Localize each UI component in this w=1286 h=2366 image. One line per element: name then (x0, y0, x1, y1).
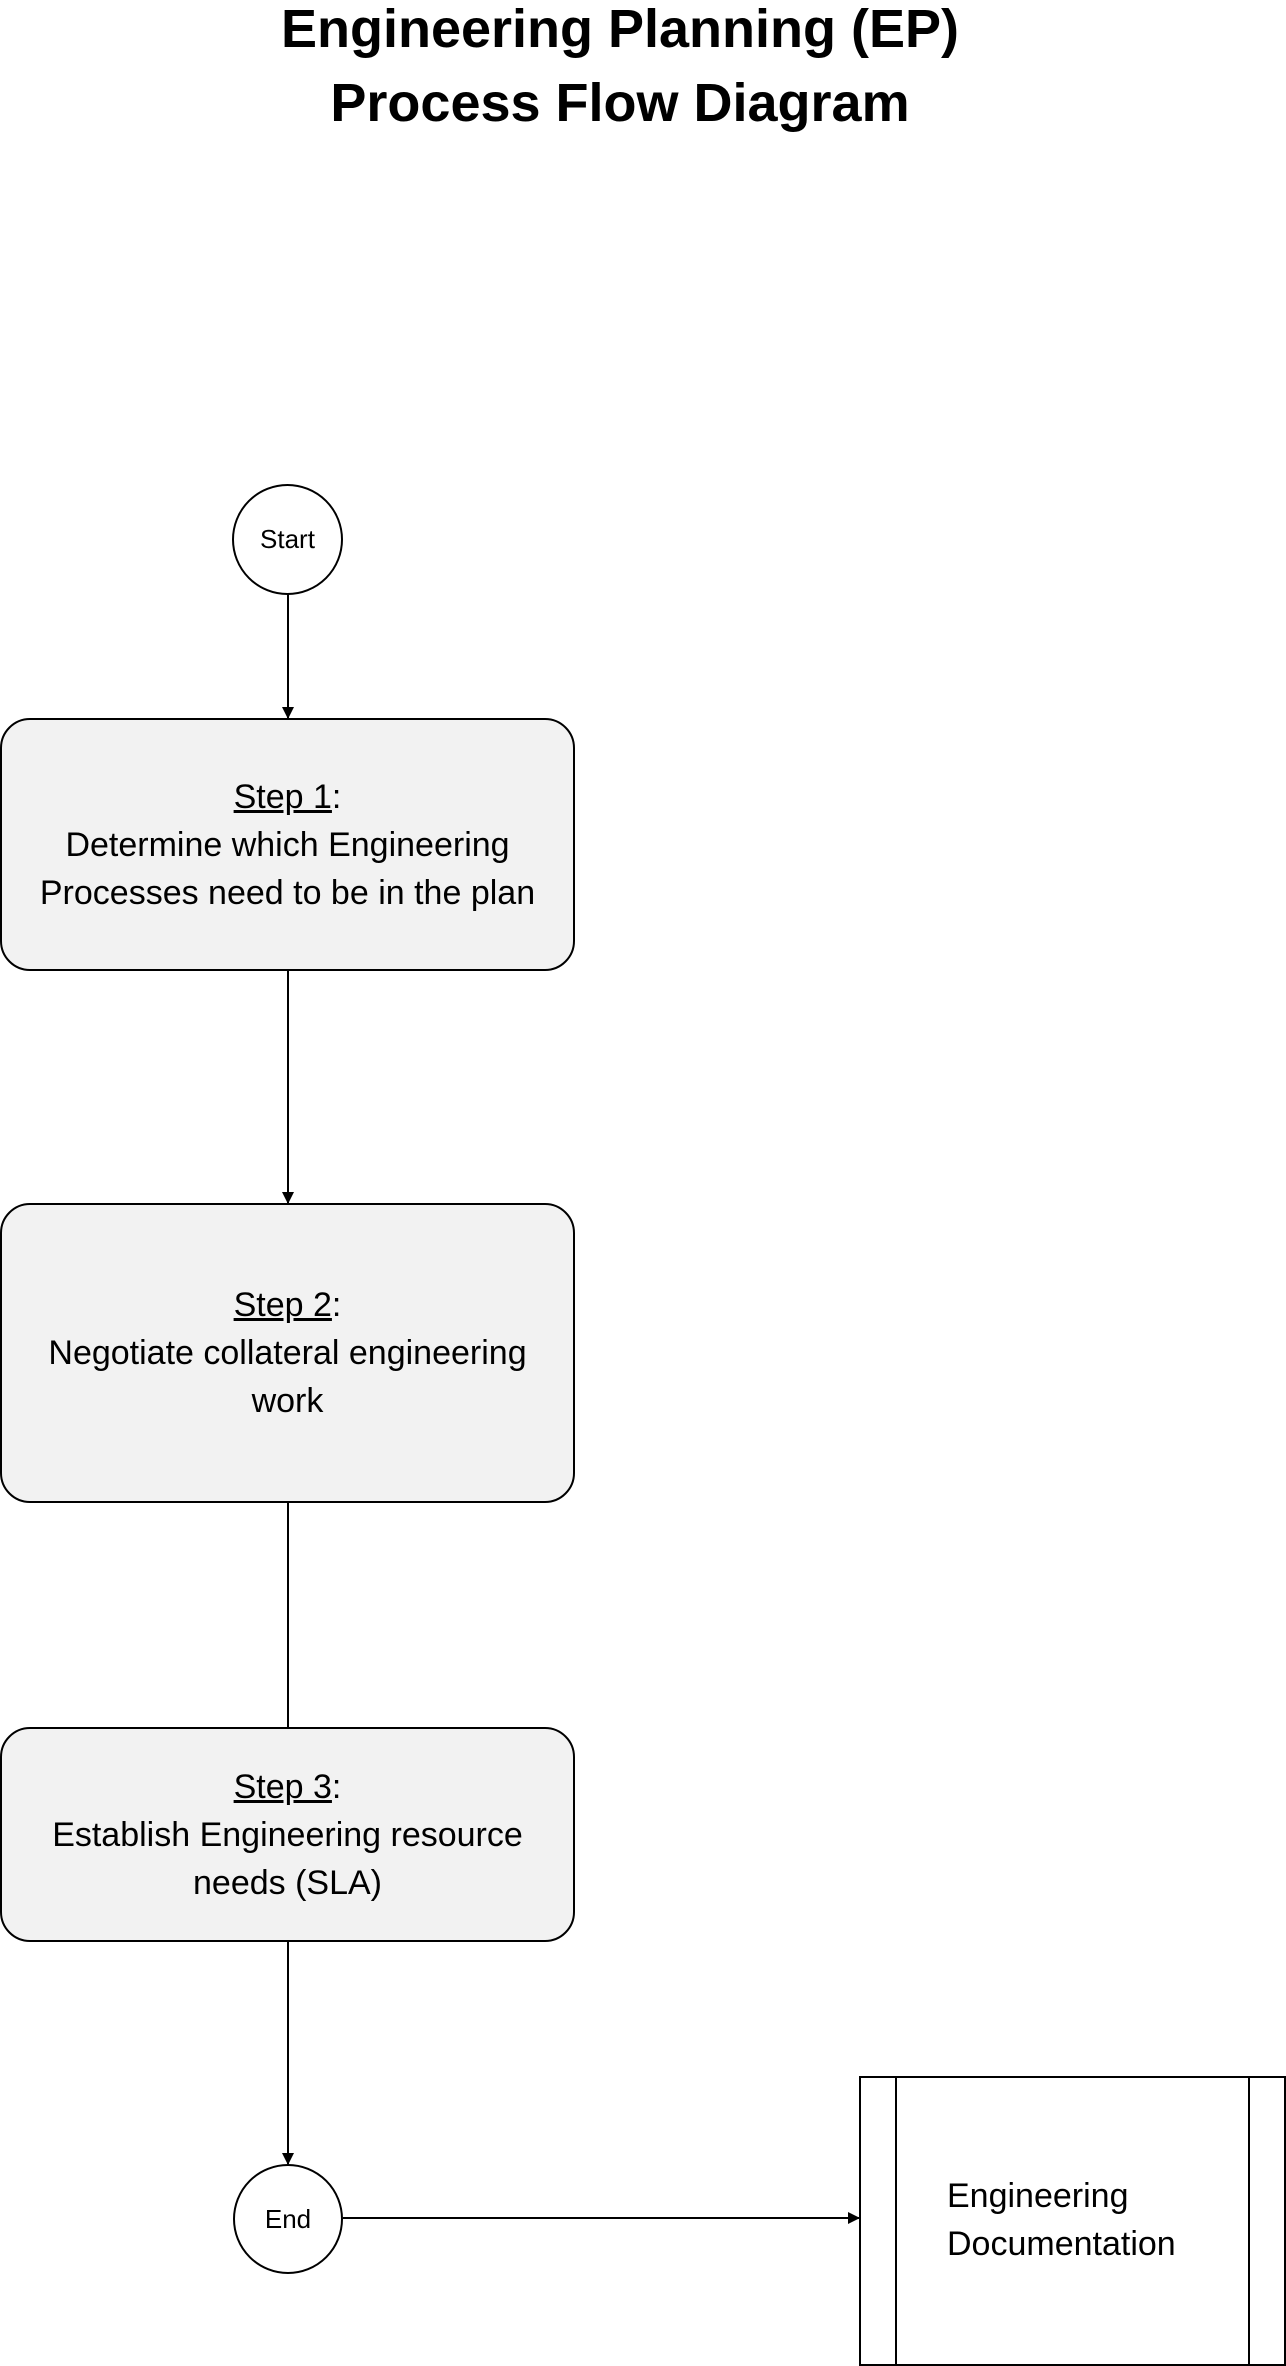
step-1-heading: Step 1: (234, 773, 342, 821)
step-1-title: Step 1 (233, 777, 332, 816)
step-1-box: Step 1: Determine which Engineering Proc… (0, 718, 575, 971)
start-node: Start (232, 484, 343, 595)
start-label: Start (260, 524, 315, 554)
document-label: Engineering Documentation (947, 2172, 1176, 2268)
diagram-title: Engineering Planning (EP) Process Flow D… (0, 0, 1240, 140)
step-3-heading: Step 3: (234, 1763, 342, 1811)
title-line-1: Engineering Planning (EP) (280, 0, 960, 59)
step-1-text-line-1: Determine which Engineering (65, 825, 510, 864)
step-3-colon: : (331, 1767, 342, 1806)
document-label-line-1: Engineering (947, 2177, 1129, 2215)
step-2-box: Step 2: Negotiate collateral engineering… (0, 1203, 575, 1503)
document-left-bar (895, 2078, 897, 2364)
document-label-line-2: Documentation (947, 2225, 1176, 2263)
step-3-text-line-1: Establish Engineering resource (52, 1815, 523, 1854)
end-node: End (233, 2164, 343, 2274)
end-label: End (264, 2203, 312, 2234)
step-3-box: Step 3: Establish Engineering resource n… (0, 1727, 575, 1942)
title-line-2: Process Flow Diagram (330, 73, 910, 133)
step-3-text-line-2: needs (SLA) (193, 1863, 382, 1902)
step-3-title: Step 3 (233, 1767, 332, 1806)
step-1-colon: : (331, 777, 342, 816)
document-right-bar (1248, 2078, 1250, 2364)
step-2-text-line-1: Negotiate collateral engineering (48, 1334, 527, 1372)
engineering-documentation-node: Engineering Documentation (859, 2076, 1286, 2366)
step-2-heading: Step 2: (234, 1281, 342, 1329)
step-2-text-line-2: work (251, 1382, 324, 1420)
step-2-colon: : (331, 1286, 342, 1324)
step-1-text-line-2: Processes need to be in the plan (39, 873, 536, 912)
step-2-title: Step 2 (233, 1286, 332, 1324)
